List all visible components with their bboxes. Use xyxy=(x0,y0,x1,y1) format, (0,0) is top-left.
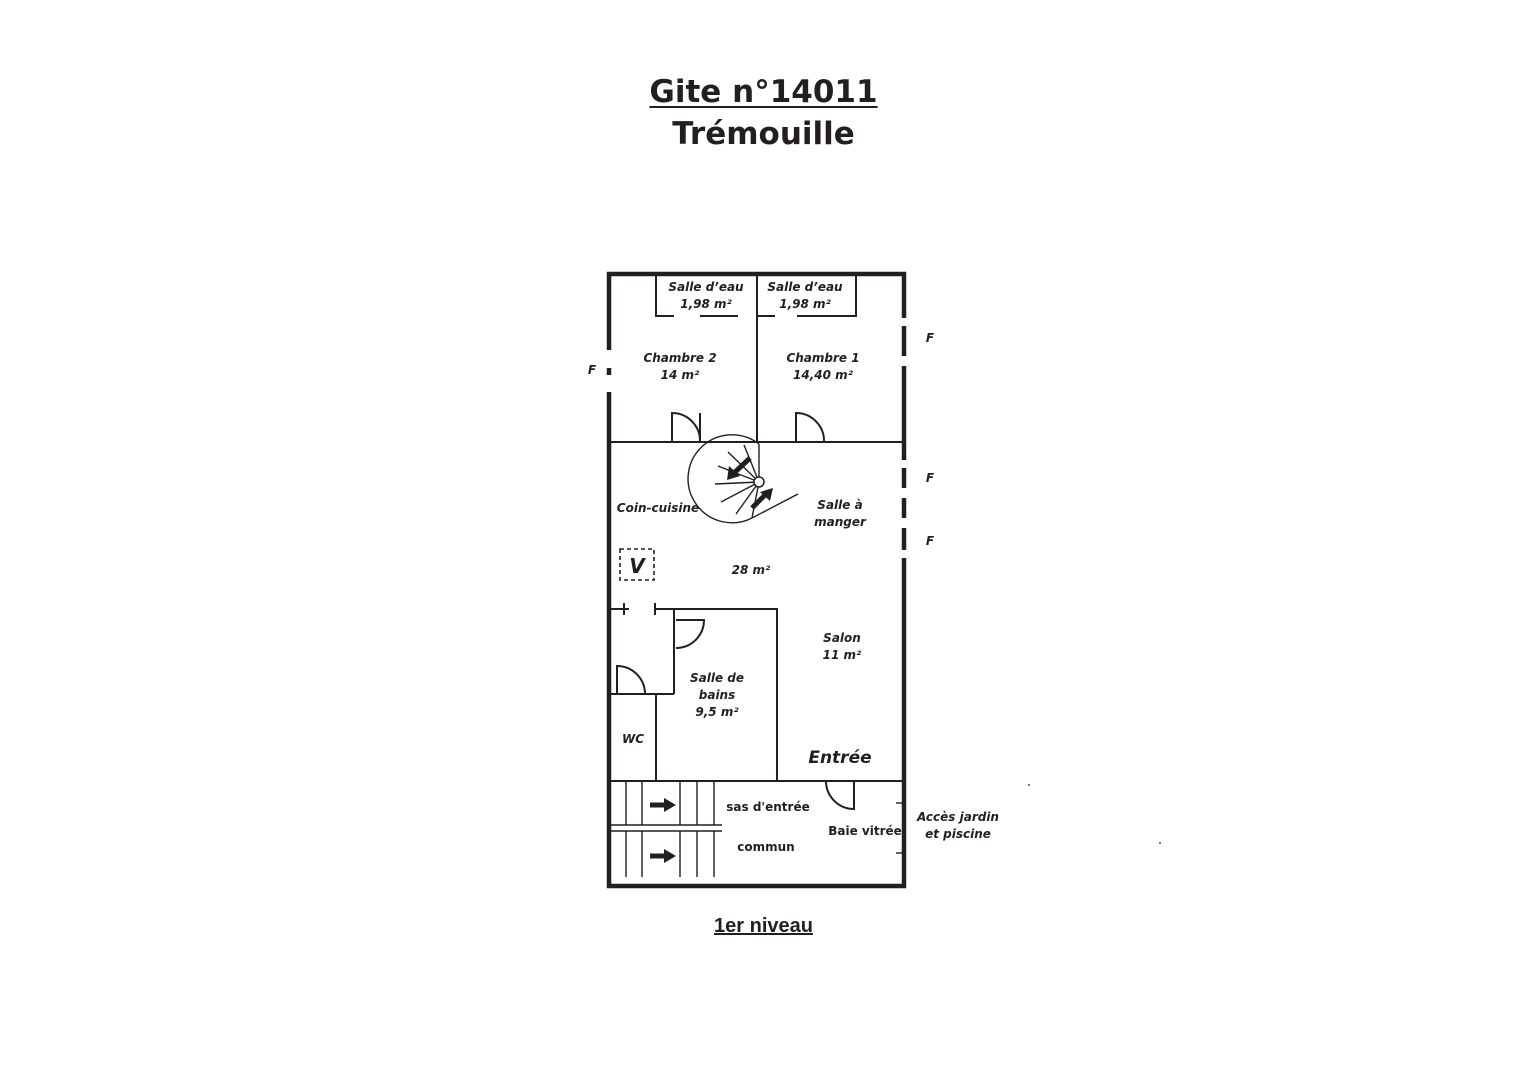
door-entry xyxy=(825,780,855,811)
stray-dot xyxy=(1028,784,1030,786)
entree-label: Entrée xyxy=(808,748,871,768)
salon-area: 11 m² xyxy=(823,648,862,662)
salle-a-manger-line1: Salle à xyxy=(817,498,862,512)
salle-de-bains-line2: bains xyxy=(699,688,736,702)
salle-de-bains-line1: Salle de xyxy=(690,671,744,685)
door-bathroom xyxy=(675,619,706,649)
salon-name: Salon xyxy=(823,631,861,645)
living-area-size: 28 m² xyxy=(732,563,771,577)
v-box xyxy=(619,548,655,581)
shower-room-2-area: 1,98 m² xyxy=(680,297,732,311)
window-marker: F xyxy=(926,534,935,548)
sas-label: sas d'entrée xyxy=(726,800,809,814)
level-label: 1er niveau xyxy=(714,915,813,937)
plan-subtitle: Trémouille xyxy=(672,116,855,152)
chambre-2-area: 14 m² xyxy=(661,368,700,382)
chambre-2-name: Chambre 2 xyxy=(643,351,716,365)
plan-title: Gite n°14011 xyxy=(649,74,878,110)
shower-room-1-area: 1,98 m² xyxy=(779,297,831,311)
shower-rooms-walls xyxy=(655,274,857,442)
acces-line2: et piscine xyxy=(925,827,991,841)
window-marker: F xyxy=(588,363,597,377)
shower-room-2-name: Salle d’eau xyxy=(668,280,744,294)
chambre-1-name: Chambre 1 xyxy=(786,351,859,365)
salle-de-bains-area: 9,5 m² xyxy=(695,705,739,719)
coin-cuisine-label: Coin-cuisine xyxy=(617,501,699,515)
door-chambre-1 xyxy=(795,411,826,443)
spiral-staircase xyxy=(687,434,799,524)
v-label: V xyxy=(629,554,646,578)
baie-vitree-label: Baie vitrée xyxy=(828,824,902,838)
shower-room-1-name: Salle d’eau xyxy=(767,280,843,294)
acces-line1: Accès jardin xyxy=(916,810,999,824)
wc-label: WC xyxy=(622,732,644,746)
door-wc xyxy=(616,664,646,695)
window-marker: F xyxy=(926,331,935,345)
window-marker: F xyxy=(926,471,935,485)
salle-a-manger-line2: manger xyxy=(814,515,867,529)
bathroom-walls xyxy=(611,603,778,781)
commun-label: commun xyxy=(737,840,794,854)
common-staircase xyxy=(611,781,722,877)
stray-dot xyxy=(1159,842,1161,844)
chambre-1-area: 14,40 m² xyxy=(793,368,854,382)
door-chambre-2 xyxy=(671,411,702,443)
